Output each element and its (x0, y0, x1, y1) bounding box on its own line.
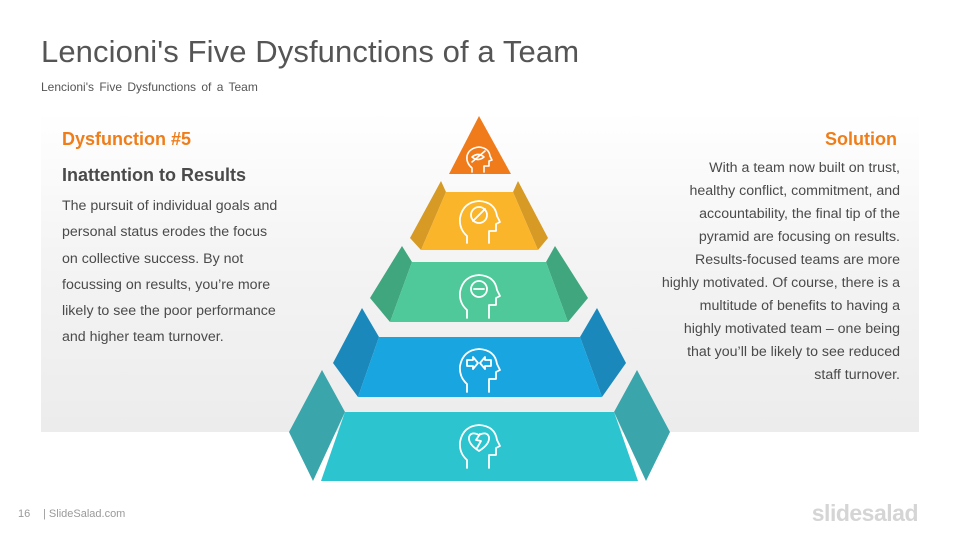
pyramid-level-4-front (358, 337, 602, 397)
pyramid-level-5-left-side (289, 370, 345, 481)
dysfunction-description: The pursuit of individual goals and pers… (62, 198, 278, 346)
pyramid-level-3-right-side (546, 246, 588, 322)
head-arrows-icon (458, 348, 501, 393)
pyramid-level-1-front (449, 116, 511, 174)
pyramid-level-1[interactable] (449, 116, 511, 174)
page-number: 16 (18, 508, 31, 520)
solution-heading: Solution (825, 129, 897, 149)
head-prohibited-icon (458, 200, 501, 244)
dysfunction-heading: Dysfunction #5 (62, 129, 192, 149)
head-eye-slash-icon (466, 146, 493, 173)
pyramid-level-5[interactable] (289, 370, 670, 481)
pyramid-level-4-right-side (580, 308, 626, 397)
pyramid-level-2-left-side (410, 181, 446, 250)
solution-description: With a team now built on trust, healthy … (661, 160, 900, 383)
pyramid-level-5-right-side (614, 370, 670, 481)
head-broken-heart-icon (458, 424, 501, 469)
brand-logo: slidesalad (811, 500, 919, 526)
footer-site-link[interactable]: | SlideSalad.com (43, 508, 126, 520)
dysfunction-subheading: Inattention to Results (62, 165, 246, 185)
pyramid-level-4[interactable] (333, 308, 626, 397)
pyramid-level-3-front (390, 262, 568, 322)
pyramid-level-4-left-side (333, 308, 379, 397)
pyramid-level-5-front (321, 412, 638, 481)
page-subtitle: Lencioni's Five Dysfunctions of a Team (41, 80, 258, 94)
page-title: Lencioni's Five Dysfunctions of a Team (41, 34, 580, 69)
head-minus-icon (458, 274, 501, 319)
pyramid-level-3[interactable] (370, 246, 588, 322)
pyramid-level-3-left-side (370, 246, 412, 322)
pyramid-level-2-front (421, 192, 538, 250)
pyramid-level-2-right-side (513, 181, 548, 250)
pyramid-level-2[interactable] (410, 181, 548, 250)
